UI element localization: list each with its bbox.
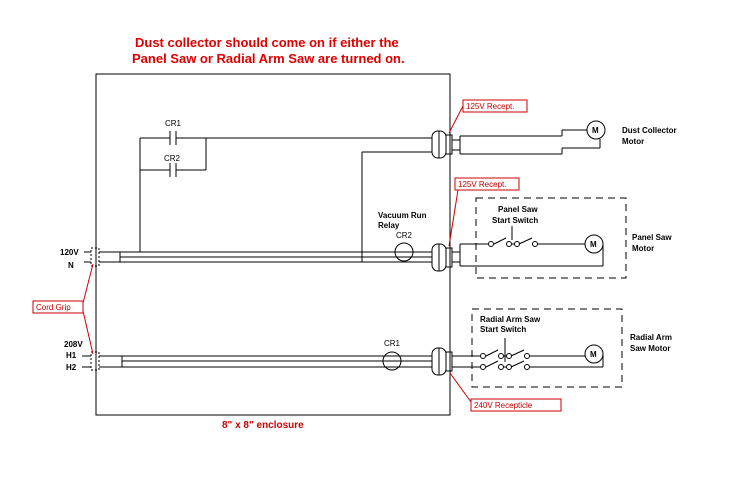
callout-240v: 240V Recepticle <box>449 372 562 412</box>
feed-120v: 120V N CR2 Vacuum Run Relay <box>60 211 432 270</box>
dust-collector-motor-symbol: M <box>592 126 599 135</box>
panel-saw-motor-label-2: Motor <box>632 244 654 253</box>
contact-cr2-label: CR2 <box>164 154 181 163</box>
feed-208v: 208V H1 H2 CR1 <box>64 339 432 372</box>
control-contacts: CR1 CR2 <box>139 119 432 262</box>
recept-240-label: 240V Recepticle <box>474 401 533 410</box>
callout-cord-grip: Cord Grip <box>32 263 94 355</box>
input-h2-label: H2 <box>66 363 77 372</box>
radial-arm-saw-switch-box <box>471 308 623 388</box>
cord-grip-120v <box>90 247 100 267</box>
relay-label-line-2: Relay <box>378 221 400 230</box>
callout-125v-mid: 125V Recept. <box>448 177 520 247</box>
input-n-label: N <box>68 261 74 270</box>
panel-saw-switch-box <box>475 197 627 279</box>
cord-grip-208v <box>90 351 100 371</box>
contact-cr1-label: CR1 <box>165 119 182 128</box>
radial-arm-saw-switch-label-2: Start Switch <box>480 325 526 334</box>
relay-coil-cr1-label: CR1 <box>384 339 401 348</box>
title-line-2: Panel Saw or Radial Arm Saw are turned o… <box>132 51 405 66</box>
recept-125-mid-label: 125V Recept. <box>458 180 506 189</box>
cord-grip-label: Cord Grip <box>36 303 71 312</box>
radial-arm-saw-motor-label-1: Radial Arm <box>630 333 672 342</box>
radial-arm-saw-motor-label-2: Saw Motor <box>630 344 670 353</box>
input-208v-label: 208V <box>64 340 83 349</box>
dust-collector-circuit: M Dust Collector Motor <box>452 120 677 155</box>
relay-coil-cr1 <box>382 351 402 371</box>
panel-saw-motor-symbol: M <box>590 240 597 249</box>
radial-arm-saw-switch-label-1: Radial Arm Saw <box>480 315 541 324</box>
receptacle-radial-arm-saw <box>431 347 453 376</box>
panel-saw-motor-label-1: Panel Saw <box>632 233 672 242</box>
dust-collector-motor <box>586 120 606 140</box>
title-line-1: Dust collector should come on if either … <box>135 35 399 50</box>
dust-collector-label-2: Motor <box>622 137 644 146</box>
radial-arm-saw-motor-symbol: M <box>590 350 597 359</box>
receptacle-panel-saw <box>431 243 453 272</box>
relay-coil-cr2-label: CR2 <box>396 231 413 240</box>
relay-label-line-1: Vacuum Run <box>378 211 427 220</box>
callout-125v-top: 125V Recept. <box>448 99 528 134</box>
enclosure-caption: 8" x 8" enclosure <box>222 420 304 431</box>
panel-saw-switch-label-1: Panel Saw <box>498 205 538 214</box>
relay-coil-cr2 <box>394 242 414 262</box>
dust-collector-label-1: Dust Collector <box>622 126 677 135</box>
receptacle-dust-collector <box>431 130 453 159</box>
panel-saw-circuit: M Panel Saw Start Switch Panel Saw Motor <box>452 197 672 279</box>
recept-125-top-label: 125V Recept. <box>466 102 514 111</box>
input-h1-label: H1 <box>66 351 77 360</box>
enclosure-box <box>95 73 451 416</box>
panel-saw-switch-label-2: Start Switch <box>492 216 538 225</box>
radial-arm-saw-circuit: M Radial Arm Saw Start Switch Radial Arm… <box>452 308 672 388</box>
input-120v-label: 120V <box>60 248 79 257</box>
